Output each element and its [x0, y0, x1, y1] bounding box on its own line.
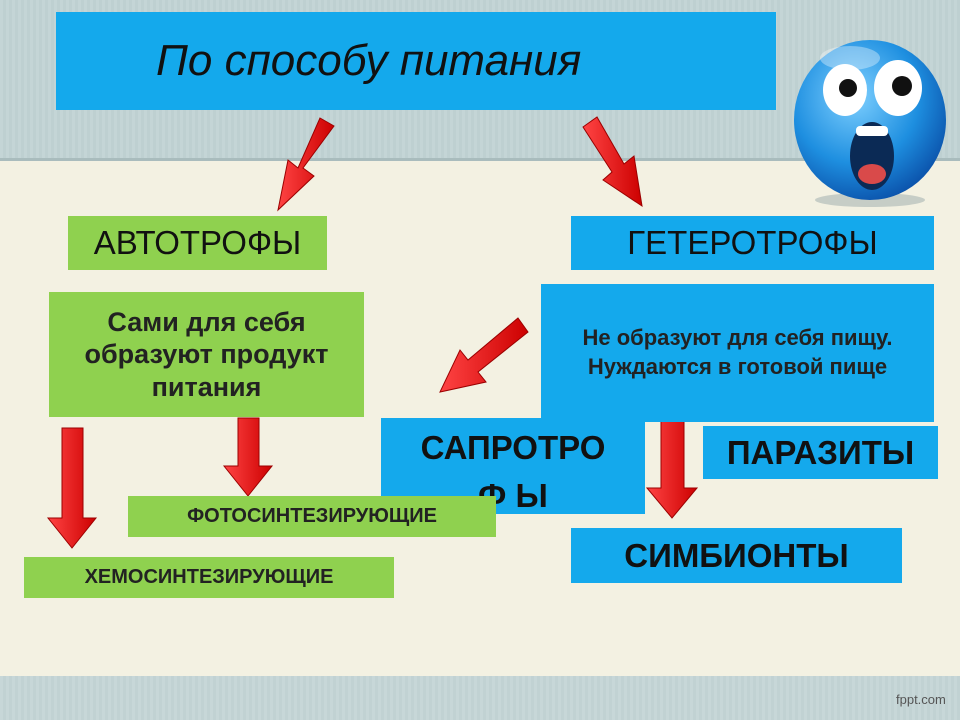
title-box: По способу питания	[56, 12, 776, 110]
arrow-to-symbionts	[645, 419, 699, 519]
arrow-to-saprotrophs	[439, 317, 529, 393]
arrow-title-to-heterotrophs	[582, 116, 643, 208]
watermark: fppt.com	[896, 692, 946, 707]
heterotrophs-box: ГЕТЕРОТРОФЫ	[571, 216, 934, 270]
page-title: По способу питания	[156, 36, 582, 85]
symbionts-box: СИМБИОНТЫ	[571, 528, 902, 583]
header-band-line	[0, 158, 960, 161]
chemosynthetic-box: ХЕМОСИНТЕЗИРУЮЩИЕ	[24, 557, 394, 598]
footer-band	[0, 676, 960, 720]
arrow-to-chemosynthetic	[46, 427, 98, 549]
autotrophs-description: Сами для себя образуют продукт питания	[49, 292, 364, 417]
arrow-to-photosynthetic	[222, 417, 274, 497]
parasites-box: ПАРАЗИТЫ	[703, 426, 938, 479]
autotrophs-box: АВТОТРОФЫ	[68, 216, 327, 270]
saprotrophs-label: САПРОТРОФ Ы	[420, 429, 606, 514]
shocked-blue-smiley-icon	[794, 40, 946, 207]
photosynthetic-box: ФОТОСИНТЕЗИРУЮЩИЕ	[128, 496, 496, 537]
heterotrophs-description-line2: Нуждаются в готовой пище	[587, 354, 888, 379]
heterotrophs-description: Не образуют для себя пищу. Нуждаются в г…	[541, 284, 934, 422]
arrow-title-to-autotrophs	[277, 117, 335, 212]
heterotrophs-description-line1: Не образуют для себя пищу.	[582, 325, 893, 351]
